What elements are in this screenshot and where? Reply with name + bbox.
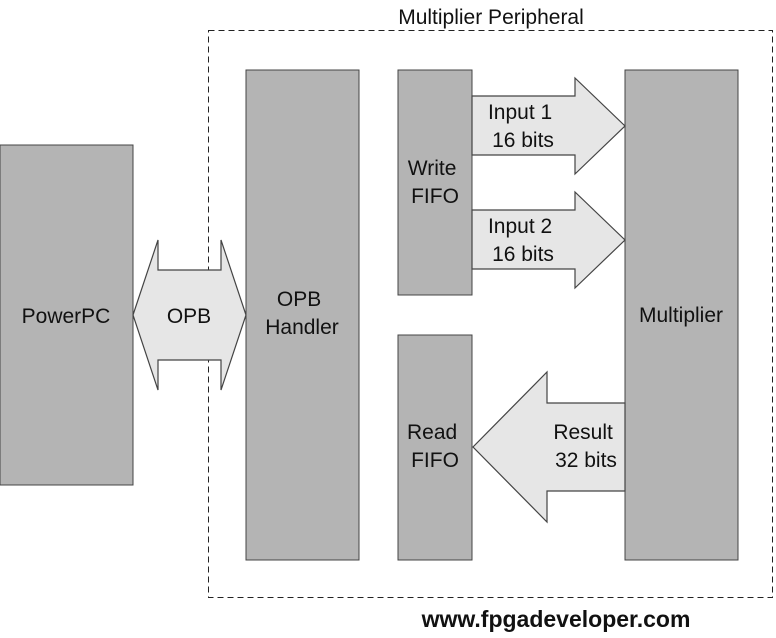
peripheral-boundary — [208, 30, 773, 598]
multiplier-label: Multiplier — [639, 304, 723, 327]
result-arrow — [472, 370, 626, 524]
read-fifo-label: Read FIFO — [407, 421, 463, 472]
write-fifo-block — [397, 69, 473, 296]
input2-arrow — [471, 190, 626, 290]
read-fifo-block — [397, 334, 473, 561]
website-watermark: www.fpgadeveloper.com — [421, 606, 691, 632]
input1-label: Input 1 16 bits — [488, 101, 558, 152]
input1-arrow — [471, 76, 626, 176]
multiplier-block — [624, 69, 739, 561]
result-label: Result 32 bits — [553, 421, 618, 472]
peripheral-title: Multiplier Peripheral — [398, 6, 584, 29]
write-fifo-label: Write FIFO — [408, 157, 462, 208]
powerpc-label: PowerPC — [22, 305, 111, 328]
opb-arrow-label: OPB — [167, 305, 211, 328]
opb-handler-block — [245, 69, 360, 561]
opb-handler-label: OPB Handler — [265, 288, 339, 339]
powerpc-block — [0, 144, 134, 486]
input2-label: Input 2 16 bits — [488, 215, 558, 266]
